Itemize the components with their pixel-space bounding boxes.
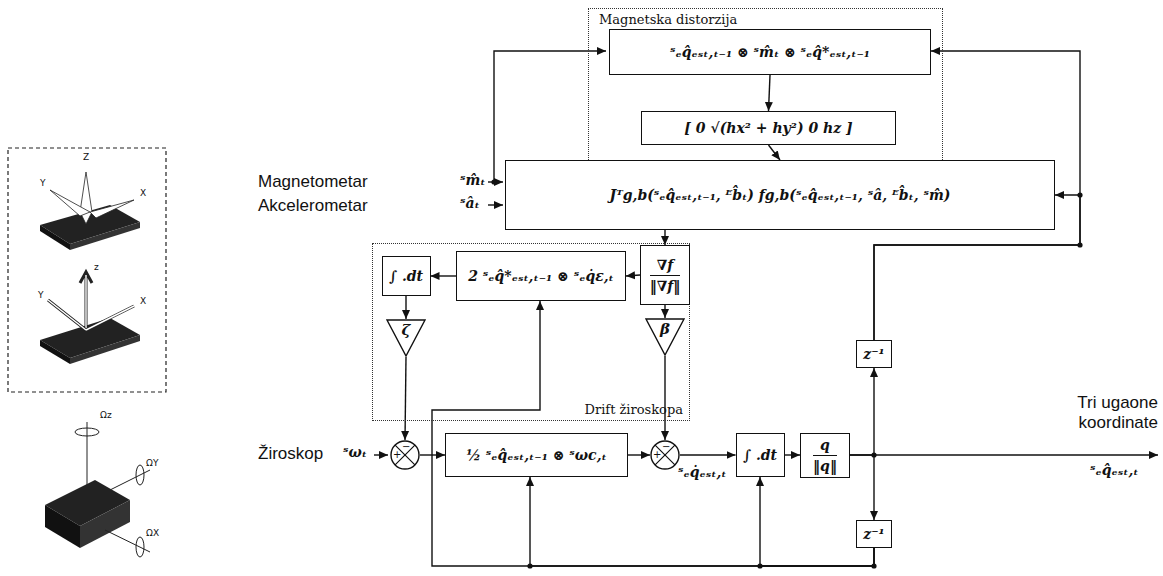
delay-box: z⁻¹ xyxy=(856,340,892,368)
reference-box: [ 0 √(hx² + hy²) 0 hz ] xyxy=(641,111,896,145)
signal-connector xyxy=(405,296,406,319)
drift-box: 2 ˢₑq̂*ₑₛₜ,ₜ₋₁ ⊗ ˢₑq̇ε,ₜ xyxy=(456,251,626,301)
signal-connector xyxy=(431,275,457,276)
node-text: ½ ˢₑq̂ₑₛₜ,ₜ₋₁ ⊗ ˢωc,ₜ xyxy=(466,447,606,463)
node-text: + xyxy=(653,450,661,460)
sensor-name: Akcelerometar xyxy=(258,196,368,216)
signal-connector xyxy=(628,454,650,455)
triangle-shape xyxy=(387,320,425,356)
text-wrap: z⁻¹ xyxy=(863,526,884,542)
accel-chip xyxy=(40,172,140,250)
summing-junction: +− xyxy=(390,440,420,470)
distortion-region: Magnetska distorzija ˢₑq̂ₑₛₜ,ₜ₋₁ ⊗ ˢm̂ₜ ⊗… xyxy=(588,8,943,178)
gyro-chip xyxy=(45,422,150,557)
signal-connector xyxy=(769,145,781,160)
signal-connector xyxy=(850,368,874,455)
node-text: Magnetska distorzija xyxy=(599,12,737,27)
triangle-shape xyxy=(646,319,684,355)
text-wrap: z⁻¹ xyxy=(863,346,884,362)
node-text: Drift žiroskopa xyxy=(585,402,683,417)
summing-junction: +− xyxy=(650,440,680,470)
node-text: ∫ .dt xyxy=(743,447,777,463)
gain-triangle: β xyxy=(645,318,685,356)
node-text: z⁻¹ xyxy=(863,346,884,362)
signal-name: ˢâₜ xyxy=(460,195,480,211)
rate-box: ½ ˢₑq̂ₑₛₜ,ₜ₋₁ ⊗ ˢωc,ₜ xyxy=(445,433,628,477)
gradient-box: Jᵀg,b(ˢₑq̂ₑₛₜ,ₜ₋₁, ᴱb̂ₜ) fg,b(ˢₑq̂ₑₛₜ,ₜ₋… xyxy=(505,160,1055,230)
fraction-bar xyxy=(813,455,837,456)
text-wrap: [ 0 √(hx² + hy²) 0 hz ] xyxy=(684,120,852,136)
node-text: ∇f xyxy=(657,257,674,273)
axis-label: X xyxy=(140,188,146,198)
signal-name: ˢₑq̂ₑₛₜ,ₜ xyxy=(1090,462,1139,478)
text-wrap: ∇f ‖∇f‖ xyxy=(650,257,681,294)
signal-connector xyxy=(785,454,801,455)
node-text: q xyxy=(820,437,830,453)
node-text: + xyxy=(393,450,401,460)
node-text: ∫ .dt xyxy=(389,268,423,284)
text-wrap: Jᵀg,b(ˢₑq̂ₑₛₜ,ₜ₋₁, ᴱb̂ₜ) fg,b(ˢₑq̂ₑₛₜ,ₜ₋… xyxy=(610,187,951,203)
output-name: Tri ugaone koordinate xyxy=(1040,393,1158,434)
signal-connector xyxy=(664,305,665,318)
signal-connector xyxy=(432,301,874,566)
node-text: ˢₑq̂ₑₛₜ,ₜ₋₁ ⊗ ˢm̂ₜ ⊗ ˢₑq̂*ₑₛₜ,ₜ₋₁ xyxy=(670,44,870,60)
axis-label: ΩY xyxy=(146,458,158,468)
node-text: ‖∇f‖ xyxy=(650,278,681,294)
node-text: β xyxy=(645,320,685,338)
magnet-chip xyxy=(40,272,140,364)
axis-label: Y xyxy=(40,178,46,188)
rotation-box: ˢₑq̂ₑₛₜ,ₜ₋₁ ⊗ ˢm̂ₜ ⊗ ˢₑq̂*ₑₛₜ,ₜ₋₁ xyxy=(609,29,931,75)
gain-triangle: ζ xyxy=(386,319,426,357)
node-text: − xyxy=(402,442,410,452)
node-text: Jᵀg,b(ˢₑq̂ₑₛₜ,ₜ₋₁, ᴱb̂ₜ) fg,b(ˢₑq̂ₑₛₜ,ₜ₋… xyxy=(610,187,951,203)
axis-label: Y xyxy=(38,290,44,300)
integrator-box: ∫ .dt xyxy=(382,256,431,296)
normalize-box: ∇f ‖∇f‖ xyxy=(640,245,690,305)
sensor-name: Žiroskop xyxy=(258,444,323,464)
summing-circle xyxy=(651,441,679,469)
axis-label: X xyxy=(140,296,146,306)
sensor-name: Magnetometar xyxy=(258,172,368,192)
signal-wire xyxy=(374,51,1158,455)
signal-connector xyxy=(405,357,406,440)
signal-connector xyxy=(626,275,640,276)
node-text: ‖q‖ xyxy=(813,458,837,474)
node-text: − xyxy=(662,442,670,452)
signal-connector xyxy=(664,356,665,440)
axis-label: ΩX xyxy=(146,528,159,538)
junction-dot xyxy=(491,179,1082,568)
summing-circle xyxy=(391,441,419,469)
signal-name: ˢₑq̇ₑₛₜ,ₜ xyxy=(678,464,727,480)
signal-connector xyxy=(680,454,736,455)
sensor-frame xyxy=(8,148,166,392)
delay-box: z⁻¹ xyxy=(856,520,892,548)
fraction-bar xyxy=(650,275,681,276)
signal-connector xyxy=(769,75,771,111)
node-text: 2 ˢₑq̂*ₑₛₜ,ₜ₋₁ ⊗ ˢₑq̇ε,ₜ xyxy=(468,268,614,284)
text-wrap: 2 ˢₑq̂*ₑₛₜ,ₜ₋₁ ⊗ ˢₑq̇ε,ₜ xyxy=(468,268,614,284)
signal-connector xyxy=(850,455,874,520)
normalize-box: q ‖q‖ xyxy=(800,433,850,478)
signal-connector xyxy=(530,477,874,566)
text-wrap: ∫ .dt xyxy=(389,268,423,284)
node-text: [ 0 √(hx² + hy²) 0 hz ] xyxy=(684,120,852,136)
text-wrap: ˢₑq̂ₑₛₜ,ₜ₋₁ ⊗ ˢm̂ₜ ⊗ ˢₑq̂*ₑₛₜ,ₜ₋₁ xyxy=(670,44,870,60)
integrator-box: ∫ .dt xyxy=(736,433,785,477)
axis-label: Ωz xyxy=(100,410,112,420)
text-wrap: q ‖q‖ xyxy=(813,437,837,474)
text-wrap: ∫ .dt xyxy=(743,447,777,463)
node-text: ζ xyxy=(386,321,426,339)
axis-label: z xyxy=(94,262,99,272)
axis-label: Z xyxy=(83,152,89,162)
signal-name: ˢωₜ xyxy=(343,444,367,460)
node-text: z⁻¹ xyxy=(863,526,884,542)
text-wrap: ½ ˢₑq̂ₑₛₜ,ₜ₋₁ ⊗ ˢωc,ₜ xyxy=(466,447,606,463)
signal-name: ˢm̂ₜ xyxy=(460,172,486,188)
